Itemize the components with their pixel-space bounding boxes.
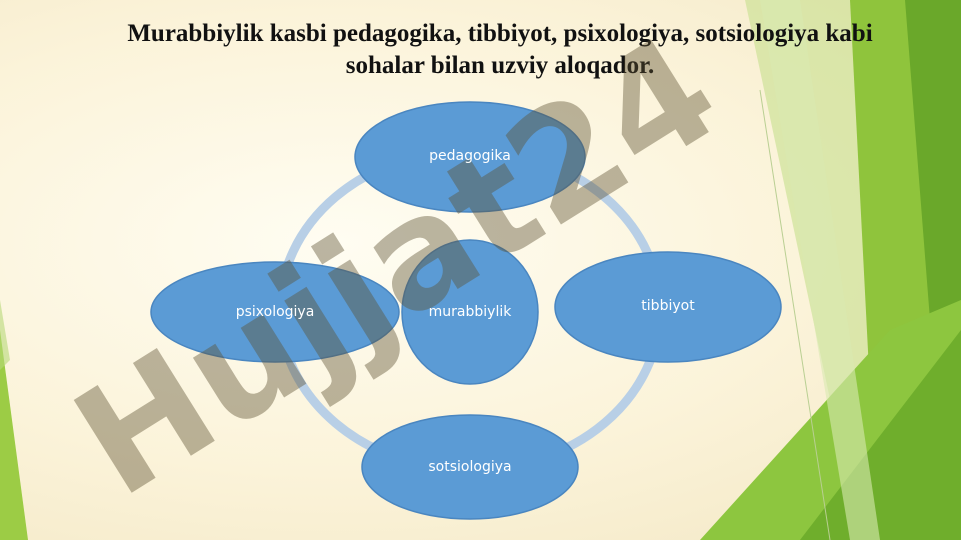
- right-thin-line: [759, 89, 831, 540]
- right-green-stripe: [760, 0, 880, 540]
- node-sotsiologiya: [361, 414, 579, 520]
- node-center: [401, 239, 539, 385]
- node-psixologiya: [150, 261, 400, 363]
- node-tibbiyot: [554, 251, 782, 363]
- left-green-shape: [0, 330, 28, 540]
- left-green-shape-light: [0, 300, 10, 370]
- node-pedagogika: [354, 101, 586, 213]
- slide-title: Murabbiylik kasbi pedagogika, tibbiyot, …: [127, 20, 873, 79]
- right-green-triangle-dark: [800, 330, 961, 540]
